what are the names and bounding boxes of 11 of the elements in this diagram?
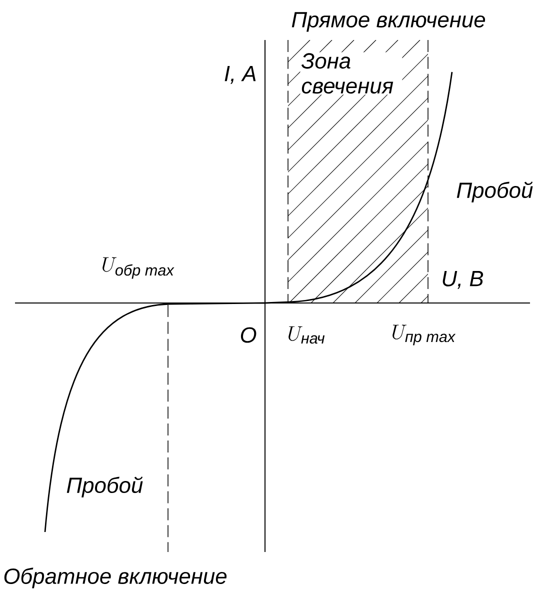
axis-label: $U_{\text{нач}}$ (288, 326, 325, 344)
axis-label: I, A (224, 66, 256, 84)
axis-label: U, B (442, 271, 484, 289)
axis-label: O (240, 327, 256, 343)
axis-label: $U_{\text{пр max}}$ (392, 324, 456, 346)
node-label: Зона свечения (301, 53, 394, 94)
axis-label: Пробой (456, 182, 533, 202)
axis-label: Пробой (66, 476, 143, 498)
axis-label: $U_{\text{обр max}}$ (102, 257, 174, 279)
axis-label: Обратное включение (4, 568, 227, 588)
hatched-zone: Зона свечения (288, 40, 428, 304)
